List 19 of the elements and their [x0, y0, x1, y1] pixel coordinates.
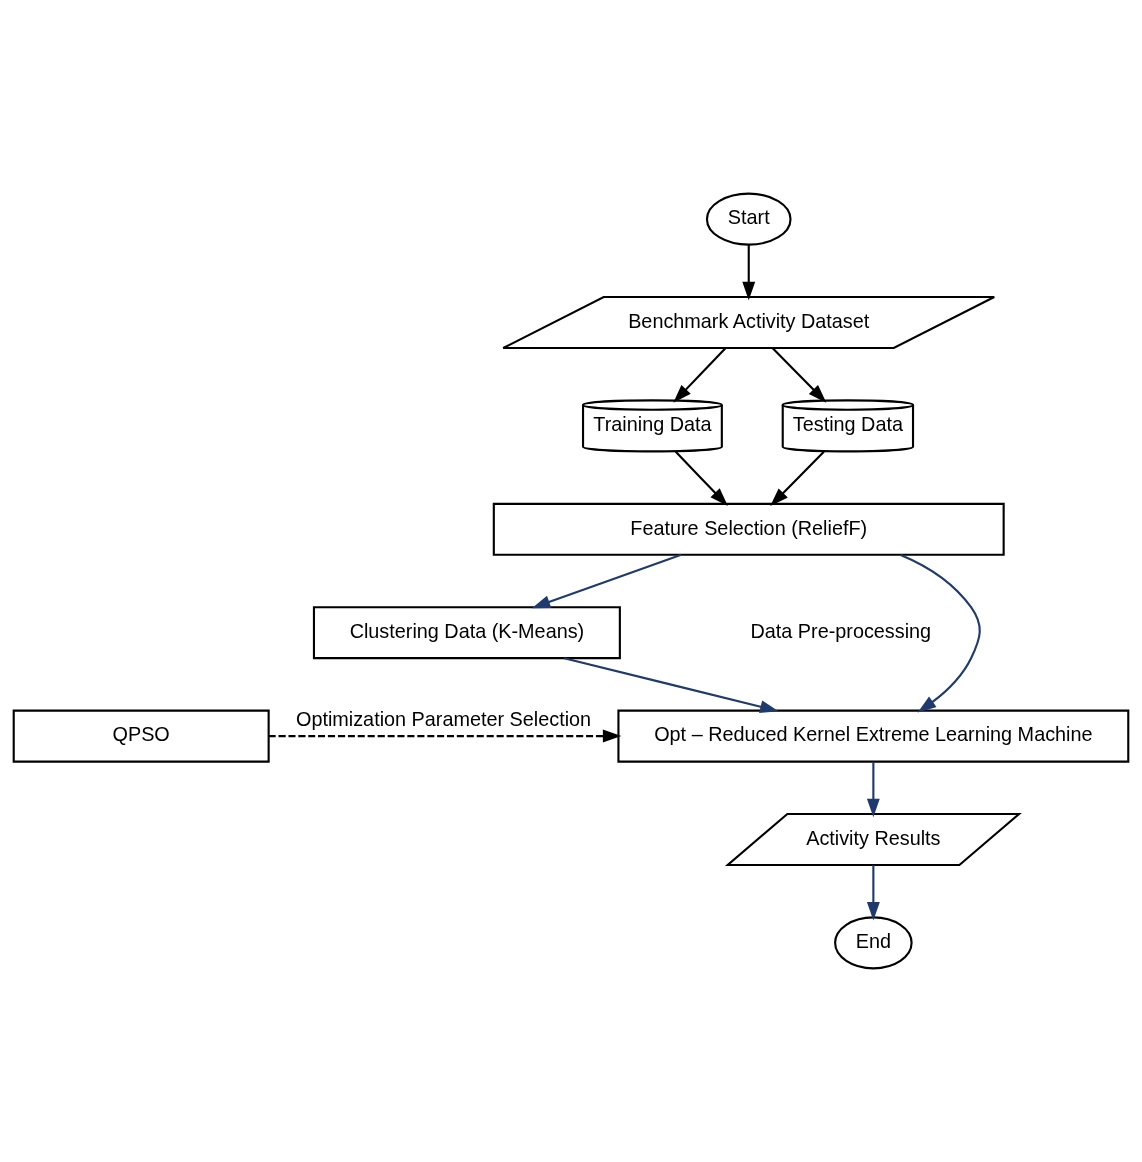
arrow [772, 347, 827, 403]
arrow [742, 244, 756, 301]
node-box: QPSO [12, 709, 270, 763]
node-ellipse: Start [705, 192, 792, 246]
arrow [900, 553, 981, 713]
arrow [673, 347, 727, 403]
node-ellipse: End [834, 916, 913, 970]
arrow [770, 450, 825, 507]
edge-label: Optimization Parameter Selection [295, 708, 592, 731]
label: Data Pre-processing [750, 619, 932, 642]
arrow [564, 657, 779, 714]
node-box: Feature Selection (ReliefF) [492, 502, 1005, 556]
arrow [531, 553, 682, 609]
node-box: Opt – Reduced Kernel Extreme Learning Machine [617, 709, 1130, 763]
arrow [674, 450, 728, 507]
arrow [866, 865, 880, 921]
node-box: Clustering Data (K-Means) [312, 606, 621, 660]
arrow [268, 729, 622, 743]
arrow [866, 761, 880, 818]
